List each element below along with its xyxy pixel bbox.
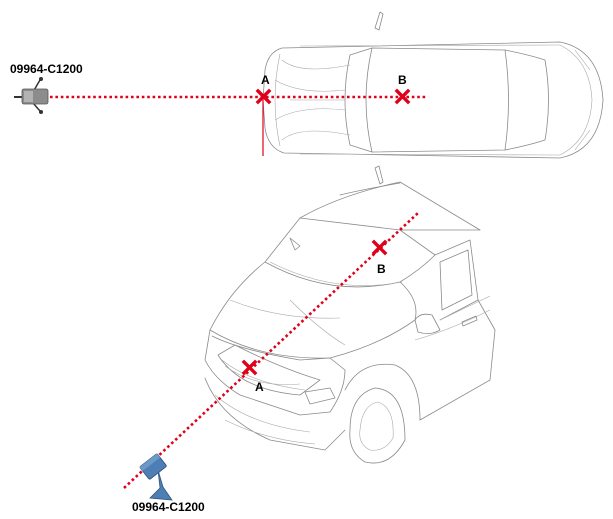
- perspective-point-b-label: B: [377, 262, 386, 276]
- perspective-view-car: [204, 181, 496, 464]
- perspective-marker-a-icon: [241, 359, 258, 376]
- perspective-point-a-label: A: [255, 380, 264, 394]
- top-tool-label: 09964-C1200: [10, 62, 83, 76]
- top-laser-tool-icon: [14, 77, 49, 114]
- top-point-b-label: B: [398, 73, 407, 87]
- perspective-laser-line: [123, 212, 419, 489]
- perspective-tool-label: 09964-C1200: [132, 500, 205, 514]
- perspective-laser-tool-icon: [139, 453, 173, 501]
- top-marker-b-icon: [394, 88, 411, 105]
- top-view-car: [262, 11, 604, 185]
- top-point-a-label: A: [261, 73, 270, 87]
- top-marker-a-icon: [255, 88, 272, 105]
- perspective-marker-b-icon: [371, 239, 388, 256]
